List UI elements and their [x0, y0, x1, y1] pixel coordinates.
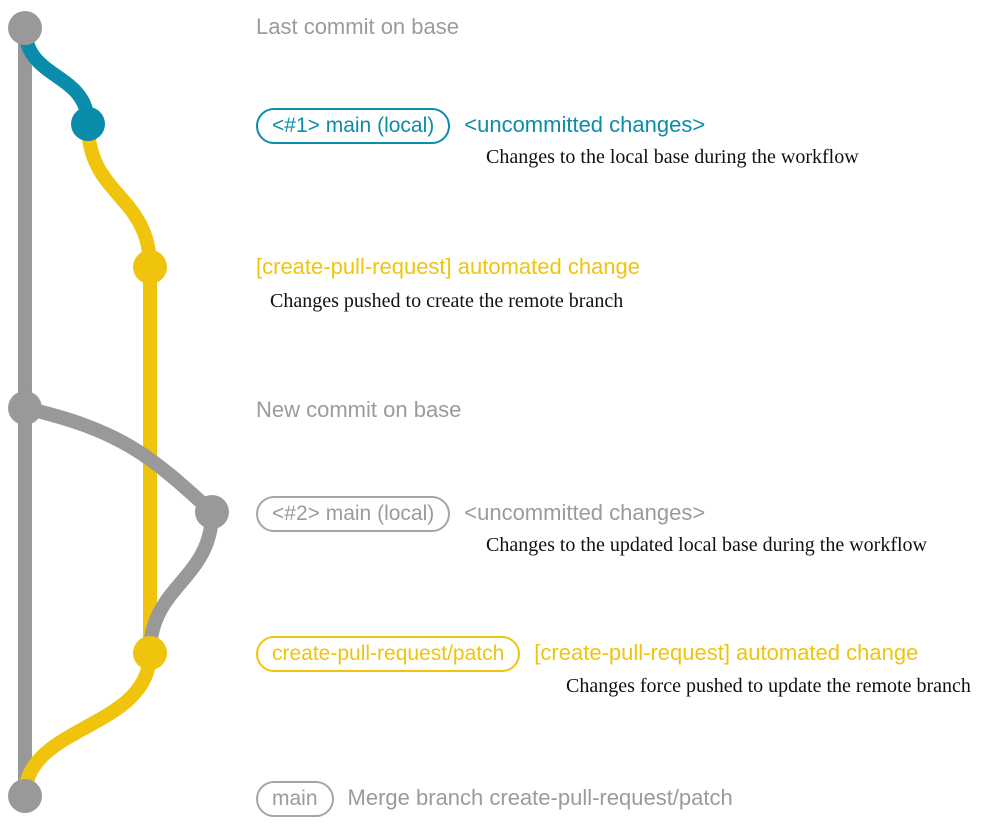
- commit-headline: <uncommitted changes>: [464, 112, 706, 137]
- commit-subtext-local-2: Changes to the updated local base during…: [486, 534, 927, 556]
- commit-node-base-merge[interactable]: [8, 779, 42, 813]
- edge-base-to-local2: [18, 401, 219, 519]
- edge-local1-to-patch: [81, 117, 157, 274]
- edge-local2-to-patchforce: [143, 505, 219, 660]
- branch-badge-main-local-1[interactable]: <#1> main (local): [256, 108, 451, 144]
- commit-headline: [create-pull-request] automated change: [256, 254, 641, 279]
- row-local-uncommitted-2: <#2> main (local) <uncommitted changes>: [256, 496, 705, 532]
- commit-node-patch-create[interactable]: [133, 250, 167, 284]
- branch-badge-create-pull-request-patch[interactable]: create-pull-request/patch: [256, 636, 521, 672]
- commit-node-local-1[interactable]: [71, 107, 105, 141]
- row-local-uncommitted-1: <#1> main (local) <uncommitted changes>: [256, 108, 705, 144]
- commit-node-base-new-commit[interactable]: [8, 391, 42, 425]
- commit-node-patch-force[interactable]: [133, 636, 167, 670]
- branch-badge-main[interactable]: main: [256, 781, 334, 817]
- commit-headline: [create-pull-request] automated change: [534, 640, 919, 665]
- row-merge-commit: main Merge branch create-pull-request/pa…: [256, 781, 733, 817]
- commit-headline: New commit on base: [256, 397, 462, 422]
- commit-headline: Merge branch create-pull-request/patch: [347, 785, 733, 810]
- edge-patchforce-to-merge: [18, 646, 157, 803]
- row-automated-change-force: create-pull-request/patch [create-pull-r…: [256, 636, 918, 672]
- commit-subtext-force: Changes force pushed to update the remot…: [566, 675, 971, 697]
- commit-headline: Last commit on base: [256, 14, 459, 39]
- edge-base-to-local1: [18, 21, 95, 131]
- row-new-commit-on-base: New commit on base: [256, 399, 461, 421]
- commit-headline: <uncommitted changes>: [464, 500, 706, 525]
- row-automated-change-create: [create-pull-request] automated change: [256, 256, 640, 278]
- commit-subtext-create: Changes pushed to create the remote bran…: [270, 290, 624, 312]
- commit-node-base-head[interactable]: [8, 11, 42, 45]
- branch-badge-main-local-2[interactable]: <#2> main (local): [256, 496, 451, 532]
- row-last-commit-on-base: Last commit on base: [256, 16, 459, 38]
- commit-subtext-local-1: Changes to the local base during the wor…: [486, 146, 859, 168]
- commit-node-local-2[interactable]: [195, 495, 229, 529]
